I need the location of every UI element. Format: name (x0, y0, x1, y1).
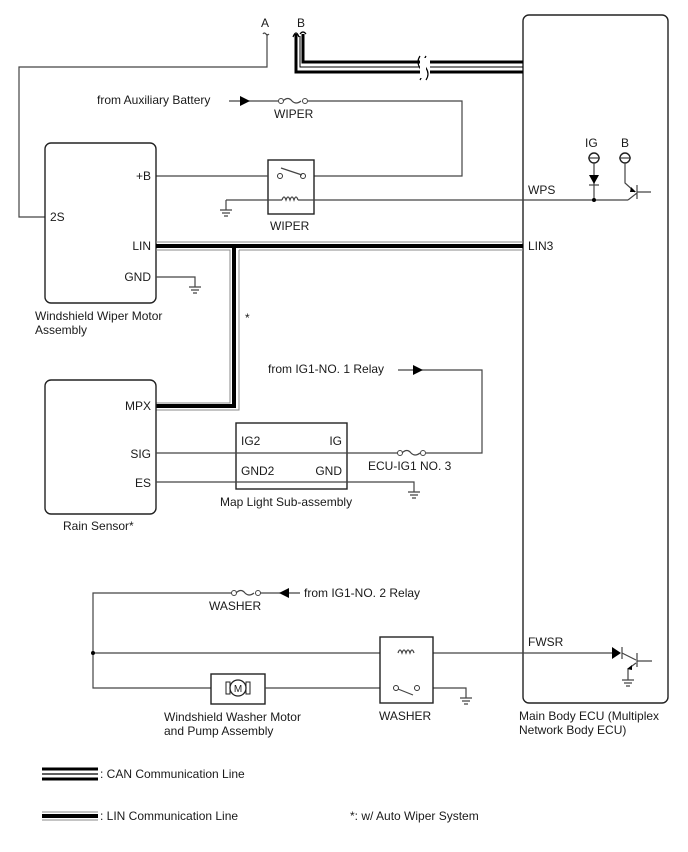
wiper-motor-name-line1: Windshield Wiper Motor (35, 309, 162, 323)
diode-icon (589, 175, 599, 186)
ecu-ig-label: IG (585, 136, 598, 150)
legend-note: *: w/ Auto Wiper System (350, 809, 479, 823)
main-body-ecu-box (522, 14, 669, 704)
connector-a-label: A (261, 16, 269, 30)
lin-line (156, 241, 523, 411)
relay-coil-icon (281, 196, 299, 202)
map-pin-ig: IG (329, 434, 342, 448)
source-ig1-no2: from IG1-NO. 2 Relay (304, 586, 420, 600)
pin-lin: LIN (132, 239, 151, 253)
fuse-wiper-label: WIPER (274, 107, 314, 121)
map-pin-gnd: GND (315, 464, 342, 478)
pin-gnd: GND (124, 270, 151, 284)
fuse-wiper-icon (278, 97, 308, 104)
pin-plus-b: +B (136, 169, 151, 183)
legend-can-label: : CAN Communication Line (100, 767, 245, 781)
relay-washer-label: WASHER (379, 709, 432, 723)
ecu-pin-lin3: LIN3 (528, 239, 554, 253)
ground-icon (460, 697, 472, 705)
pin-2s: 2S (50, 210, 65, 224)
fuse-washer-label: WASHER (209, 599, 262, 613)
connector-a-symbol (262, 32, 270, 36)
ground-icon (622, 679, 634, 687)
connector-b-label: B (297, 16, 305, 30)
map-pin-ig2: IG2 (241, 434, 261, 448)
transistor-icon (627, 185, 651, 201)
relay-wiper-box (267, 159, 315, 215)
ground-icon (408, 491, 420, 499)
fuse-ecu-ig1-icon (397, 449, 426, 456)
can-line-b (292, 31, 523, 81)
wire-2s-to-a (18, 34, 268, 218)
wire-washer-motor (265, 687, 467, 698)
asterisk-annotation: * (245, 311, 250, 325)
arrow-icon (240, 96, 250, 106)
legend-lin-swatch (42, 811, 98, 821)
rain-sensor-name: Rain Sensor* (63, 519, 134, 533)
relay-switch-icon (393, 683, 420, 696)
source-ig1-no1: from IG1-NO. 1 Relay (268, 362, 384, 376)
map-pin-gnd2: GND2 (241, 464, 275, 478)
wire-ig1-no1 (398, 369, 483, 454)
source-aux-battery: from Auxiliary Battery (97, 93, 210, 107)
pin-es: ES (135, 476, 151, 490)
pin-sig: SIG (130, 447, 151, 461)
washer-motor-name-line1: Windshield Washer Motor (164, 710, 301, 724)
wire-es (156, 481, 415, 492)
ecu-b-label: B (621, 136, 629, 150)
ecu-name-line1: Main Body ECU (Multiplex (519, 709, 659, 723)
washer-motor-name-line2: and Pump Assembly (164, 724, 273, 738)
wire-ig1-no2 (92, 592, 300, 689)
wiper-motor-box (44, 142, 157, 304)
arrow-icon (413, 365, 423, 375)
legend-can-swatch (42, 767, 98, 781)
ecu-pin-fwsr: FWSR (528, 635, 564, 649)
wire-fuse-to-relay (308, 100, 463, 177)
transistor-icon (621, 652, 652, 680)
b-terminal-icon (619, 152, 636, 193)
legend-lin-label: : LIN Communication Line (100, 809, 238, 823)
relay-switch-icon (277, 167, 306, 179)
relay-wiper-label: WIPER (270, 219, 310, 233)
wire-gnd (156, 276, 196, 287)
arrow-icon (279, 588, 289, 598)
ecu-pin-wps: WPS (528, 183, 555, 197)
ecu-name-line2: Network Body ECU) (519, 723, 626, 737)
rain-sensor-box (44, 379, 157, 515)
ground-icon (220, 209, 232, 217)
motor-symbol: M (234, 684, 242, 695)
relay-coil-icon (396, 648, 416, 656)
wiper-motor-name-line2: Assembly (35, 323, 87, 337)
motor-icon: M (225, 679, 251, 697)
fuse-washer-icon (231, 589, 261, 596)
pin-mpx: MPX (125, 399, 151, 413)
ground-icon (189, 286, 201, 294)
map-light-box (235, 422, 348, 490)
fuse-ecu-ig1-label: ECU-IG1 NO. 3 (368, 459, 452, 473)
map-light-name: Map Light Sub-assembly (220, 495, 352, 509)
